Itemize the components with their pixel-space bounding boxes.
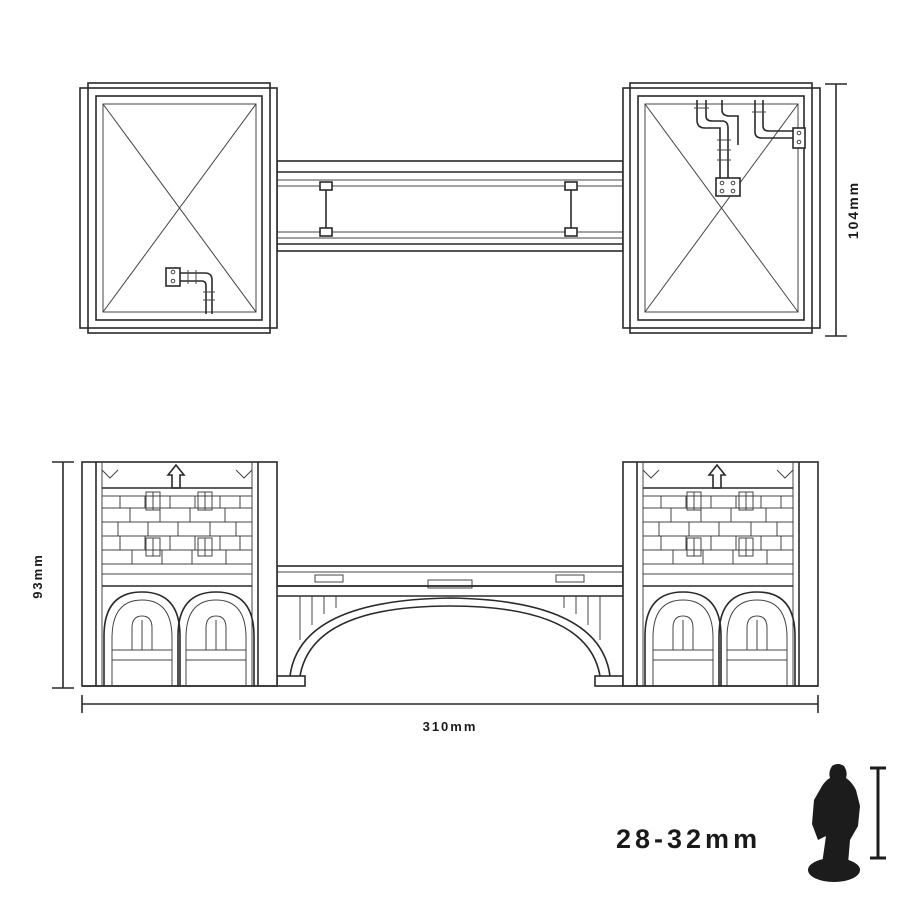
top-view-right-tower	[622, 82, 821, 334]
miniature-figure-icon	[808, 764, 860, 882]
length-label: 310mm	[423, 719, 478, 734]
depth-label: 104mm	[845, 181, 861, 239]
top-view-left-tower	[79, 82, 278, 334]
top-view-bridge-span	[276, 160, 624, 252]
front-view-left-tower	[81, 461, 278, 687]
length-dimension: 310mm	[81, 695, 819, 734]
scale-label: 28-32mm	[616, 824, 761, 854]
front-view: 93mm 310mm	[30, 461, 819, 734]
front-view-right-tower	[622, 461, 819, 687]
front-view-bridge-span	[276, 565, 624, 687]
height-dimension: 93mm	[30, 461, 74, 689]
scale-reference: 28-32mm	[616, 764, 886, 882]
miniature-height-bar	[870, 766, 886, 860]
top-view: 104mm	[79, 82, 861, 337]
height-label: 93mm	[30, 553, 45, 599]
depth-dimension: 104mm	[825, 83, 861, 337]
